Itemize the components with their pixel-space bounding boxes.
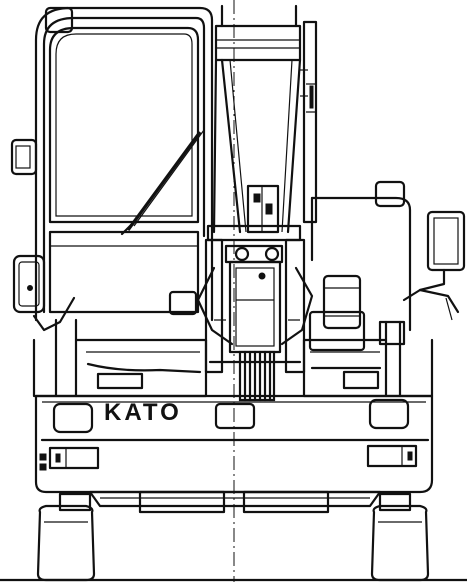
left-wheel [36, 504, 96, 582]
wiper [120, 129, 205, 236]
indicator-right [366, 444, 418, 468]
spring-stack [238, 350, 276, 402]
front-light-center [214, 402, 256, 430]
brand-logo: KATO [104, 399, 182, 426]
front-light-left [52, 402, 94, 434]
front-bumper: KATO [34, 394, 434, 514]
cab-windshield [48, 26, 200, 224]
right-mirror [402, 210, 466, 321]
left-mirror [12, 254, 76, 332]
operator-cab [10, 6, 214, 322]
upper-body [32, 318, 434, 398]
work-light-left [168, 290, 198, 316]
indicator-left [48, 446, 100, 470]
center-mechanism [196, 224, 314, 402]
front-light-right [368, 398, 410, 430]
engine-hood [308, 180, 412, 352]
right-wheel [370, 504, 430, 582]
boom [212, 4, 318, 234]
